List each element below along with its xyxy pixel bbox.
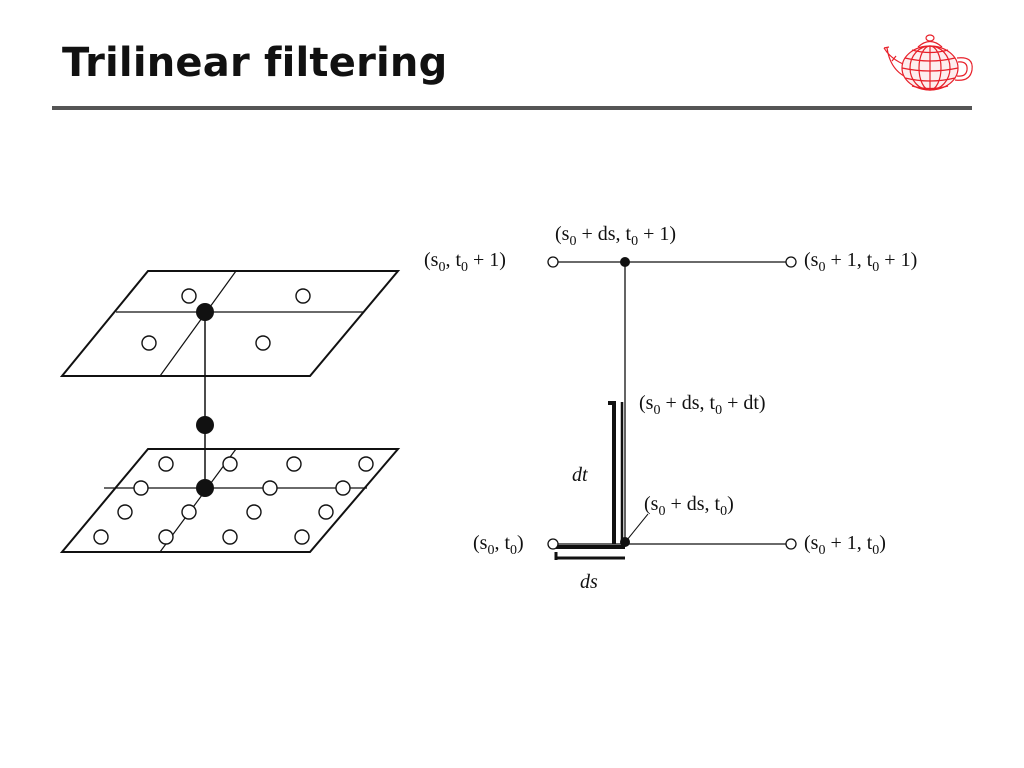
- slide-title: Trilinear filtering: [62, 40, 448, 86]
- texel-sample: [318, 504, 334, 520]
- texel-sample: [295, 288, 311, 304]
- corner-texel: [785, 256, 797, 268]
- dt-label: dt: [572, 464, 588, 486]
- label-top-mid: (s0 + ds, t0 + 1): [555, 223, 676, 249]
- label-bottom-left: (s0, t0): [473, 532, 524, 558]
- teapot-wireframe-icon: [883, 34, 973, 91]
- interpolated-point: [196, 416, 214, 434]
- texel-sample: [222, 456, 238, 472]
- fine-mip-plane: [59, 448, 401, 553]
- texel-sample: [255, 335, 271, 351]
- texel-sample: [246, 504, 262, 520]
- coarse-grid-line: [159, 270, 237, 377]
- label-top-right: (s0 + 1, t0 + 1): [804, 249, 917, 275]
- texel-sample: [158, 456, 174, 472]
- texel-sample: [335, 480, 351, 496]
- texel-sample: [141, 335, 157, 351]
- ds-label: ds: [580, 571, 598, 593]
- texel-sample: [181, 504, 197, 520]
- label-top-left: (s0, t0 + 1): [424, 249, 506, 275]
- corner-texel: [547, 538, 559, 550]
- texel-sample: [181, 288, 197, 304]
- texel-sample: [294, 529, 310, 545]
- texel-sample: [158, 529, 174, 545]
- texel-sample: [286, 456, 302, 472]
- label-bottom-right: (s0 + 1, t0): [804, 532, 886, 558]
- label-mid-point: (s0 + ds, t0 + dt): [639, 392, 766, 418]
- texel-sample: [117, 504, 133, 520]
- leader-line: [626, 513, 649, 541]
- texel-sample: [133, 480, 149, 496]
- coarse-mip-plane: [59, 270, 401, 377]
- texel-sample: [93, 529, 109, 545]
- title-divider: [52, 106, 972, 110]
- texel-sample: [262, 480, 278, 496]
- interpolated-point: [196, 303, 214, 321]
- interpolated-point: [620, 537, 630, 547]
- corner-texel: [785, 538, 797, 550]
- interpolated-point: [196, 479, 214, 497]
- interpolated-point: [620, 257, 630, 267]
- label-bottom-mid: (s0 + ds, t0): [644, 493, 734, 519]
- texel-sample: [358, 456, 374, 472]
- corner-texel: [547, 256, 559, 268]
- texel-sample: [222, 529, 238, 545]
